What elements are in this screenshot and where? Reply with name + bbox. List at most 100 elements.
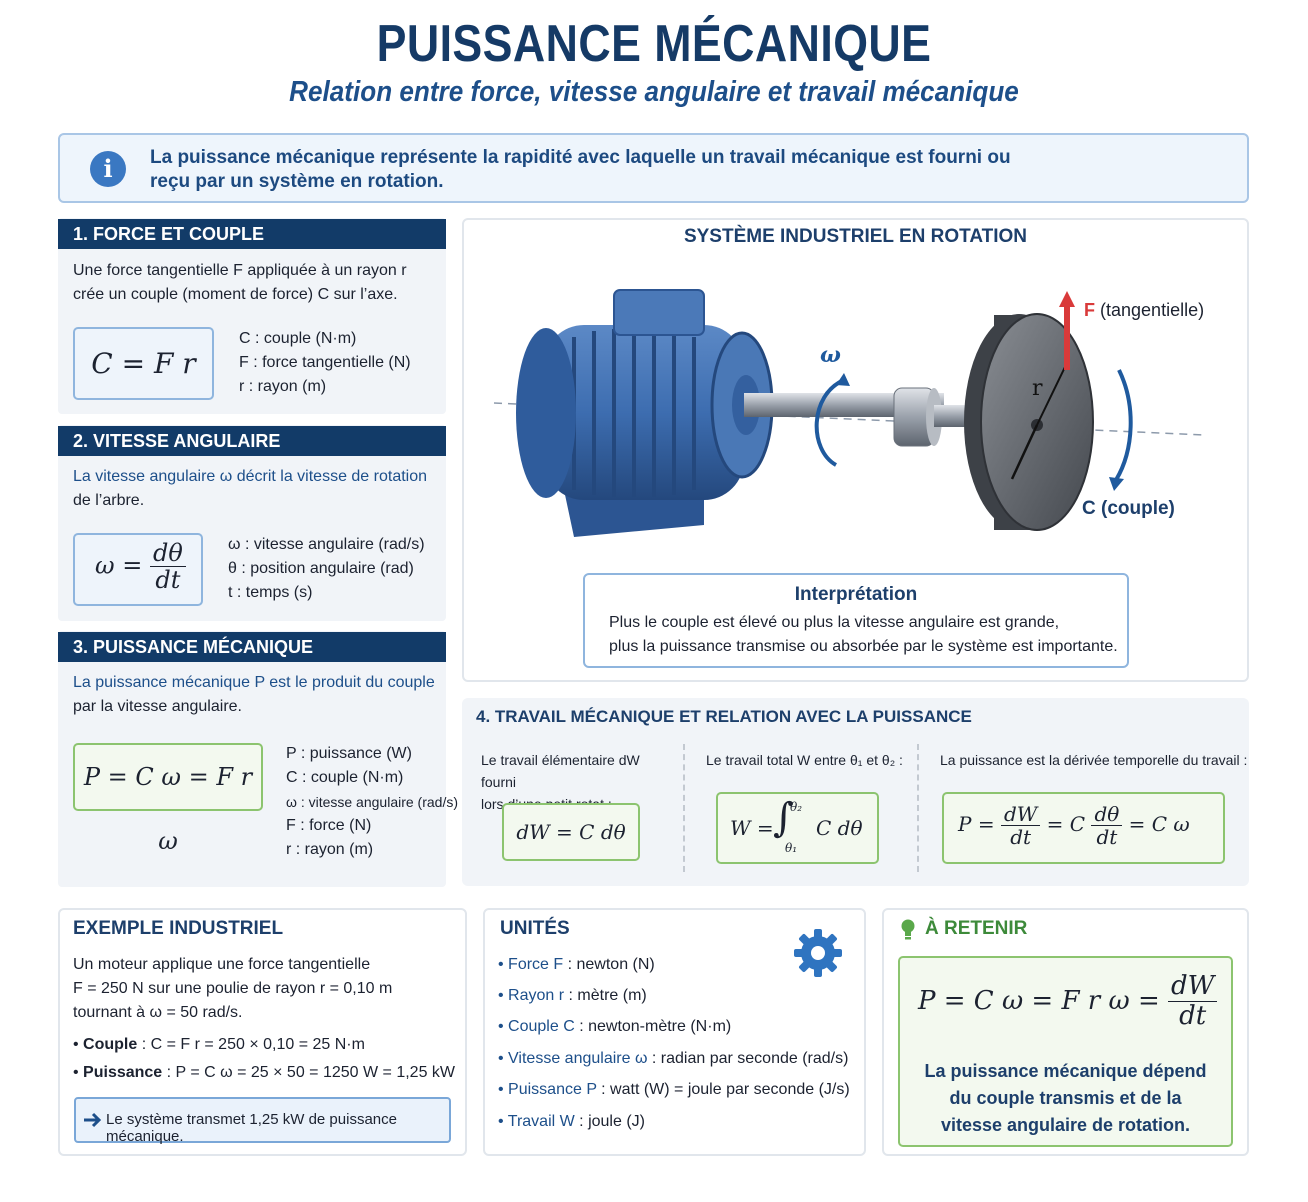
unit-value: : radian par seconde (rad/s) [647, 1050, 849, 1067]
legend-item: P : puissance (W) [286, 745, 412, 762]
interpretation-title: Interprétation [794, 584, 918, 605]
divider [917, 744, 919, 872]
retenir-eq-main: P = C ω = F r ω = [918, 986, 1160, 1017]
example-text: Un moteur applique une force tangentiell… [73, 953, 392, 1025]
example-result-box: Le système transmet 1,25 kW de puissance… [74, 1097, 451, 1145]
retenir-equation: P = C ω = F r ω = dW dt [918, 972, 1218, 1031]
eq3-mid: = C [1046, 812, 1086, 836]
retenir-num: dW [1168, 972, 1218, 1002]
unit-label: Rayon r [508, 987, 565, 1004]
unit-item: • Couple C : newton-mètre (N·m) [498, 1018, 732, 1035]
legend-item: ω : vitesse angulaire (rad/s) [228, 536, 425, 553]
section3-legend: P : puissance (W) C : couple (N·m) ω : v… [286, 742, 458, 862]
eq-denominator: dt [155, 566, 181, 595]
section1-desc-2: crée un couple (moment de force) C sur l… [73, 286, 398, 303]
page-subtitle: Relation entre force, vitesse angulaire … [289, 76, 1019, 108]
section2-desc-2: de l’arbre. [73, 492, 145, 509]
unit-label: Vitesse angulaire ω [508, 1050, 648, 1067]
legend-item: r : rayon (m) [286, 841, 374, 858]
omega-arrow [814, 378, 845, 467]
unit-item: • Puissance P : watt (W) = joule par sec… [498, 1081, 850, 1098]
legend-item: t : temps (s) [228, 584, 313, 601]
section4-eq2: W = ∫ θ₂ θ₁ C dθ [716, 792, 879, 864]
unit-label: Travail W [507, 1113, 575, 1130]
eq3-den2: dt [1096, 825, 1118, 849]
unit-item: • Force F : newton (N) [498, 956, 655, 973]
force-suffix: (tangentielle) [1100, 300, 1205, 320]
unit-value: : newton-mètre (N·m) [574, 1018, 732, 1035]
section3-heading: 3. PUISSANCE MÉCANIQUE [58, 632, 446, 662]
eq-fraction: dθ dt [149, 540, 186, 595]
radius-label: r [1032, 376, 1043, 401]
example-puissance-value: : P = C ω = 25 × 50 = 1250 W = 1,25 kW [162, 1064, 456, 1081]
integral-sign: ∫ [773, 795, 794, 841]
section1-legend: C : couple (N·m) F : force tangentielle … [239, 327, 411, 399]
couple-arrow [1114, 369, 1133, 482]
section1-heading: 1. FORCE ET COUPLE [58, 219, 446, 249]
page-title: PUISSANCE MÉCANIQUE [376, 15, 932, 73]
units-title: UNITÉS [500, 918, 570, 939]
arrow-right-icon [84, 1112, 102, 1128]
system-title: SYSTÈME INDUSTRIEL EN ROTATION [683, 226, 1028, 247]
example-couple: • Couple : C = F r = 250 × 0,10 = 25 N·m [73, 1036, 365, 1053]
section2-desc-1: La vitesse angulaire ω décrit la vitesse… [73, 468, 428, 485]
eq2-lower: θ₁ [785, 841, 798, 855]
unit-value: : mètre (m) [564, 987, 647, 1004]
interpretation-line: Plus le couple est élevé ou plus la vite… [609, 614, 1060, 631]
example-title: EXEMPLE INDUSTRIEL [73, 918, 284, 939]
example-couple-label: Couple [83, 1036, 138, 1053]
section3-desc-1: La puissance mécanique P est le produit … [73, 674, 435, 691]
legend-item: ω : vitesse angulaire (rad/s) [286, 794, 458, 810]
section4-col2-text: Le travail total W entre θ₁ et θ₂ : [706, 752, 903, 768]
eq2-upper: θ₂ [790, 800, 803, 814]
unit-value: : watt (W) = joule par seconde (J/s) [596, 1081, 850, 1098]
unit-value: : newton (N) [563, 956, 655, 973]
info-text: La puissance mécanique représente la rap… [150, 147, 1011, 192]
unit-label: Force F [508, 956, 564, 973]
legend-item: F : force tangentielle (N) [239, 354, 411, 371]
eq3-num2: dθ [1091, 803, 1123, 826]
couple-label: C (couple) [1082, 498, 1175, 519]
info-icon: i [90, 151, 126, 187]
example-result-text: Le système transmet 1,25 kW de puissance… [106, 1111, 397, 1145]
section2-equation: ω = dθ dt [73, 533, 203, 606]
example-line: Un moteur applique une force tangentiell… [73, 956, 371, 973]
legend-item: C : couple (N·m) [286, 769, 404, 786]
example-line: F = 250 N sur une poulie de rayon r = 0,… [73, 980, 393, 997]
section4-col3-text: La puissance est la dérivée temporelle d… [940, 752, 1248, 768]
unit-item: • Vitesse angulaire ω : radian par secon… [498, 1050, 849, 1067]
col1-line: Le travail élémentaire dW fourni [481, 752, 640, 790]
eq3-frac1: dW dt [1000, 803, 1041, 849]
unit-value: : joule (J) [574, 1113, 645, 1130]
example-couple-value: : C = F r = 250 × 0,10 = 25 N·m [137, 1036, 365, 1053]
section4-heading: 4. TRAVAIL MÉCANIQUE ET RELATION AVEC LA… [476, 707, 972, 726]
interpretation-box: Interprétation Plus le couple est élevé … [583, 573, 1129, 668]
unit-item: • Rayon r : mètre (m) [498, 987, 647, 1004]
retenir-den: dt [1179, 1000, 1207, 1031]
gear-icon [794, 929, 842, 977]
legend-item: r : rayon (m) [239, 378, 327, 395]
example-puissance: • Puissance : P = C ω = 25 × 50 = 1250 W… [73, 1064, 456, 1081]
divider [683, 744, 685, 872]
section2-legend: ω : vitesse angulaire (rad/s) θ : positi… [228, 533, 425, 605]
eq-lhs: ω = [95, 551, 143, 580]
eq3-p: P = [958, 812, 995, 836]
force-label: F (tangentielle) [1084, 300, 1204, 321]
info-box: i La puissance mécanique représente la r… [58, 133, 1249, 203]
section4-eq3: P = dW dt = C dθ dt = C ω [942, 792, 1225, 864]
terminal-box [613, 289, 705, 336]
section3-equation: P = C ω = F r ω [73, 743, 263, 855]
legend-item: C : couple (N·m) [239, 330, 357, 347]
unit-item: • Travail W : joule (J) [498, 1113, 645, 1130]
eq3-den1: dt [1010, 825, 1032, 849]
section3-desc-2: par la vitesse angulaire. [73, 698, 242, 715]
section1-desc-1: Une force tangentielle F appliquée à un … [73, 262, 407, 279]
interpretation-text: Plus le couple est élevé ou plus la vite… [609, 611, 1118, 659]
section2-heading: 2. VITESSE ANGULAIRE [58, 426, 446, 456]
legend-item: F : force (N) [286, 817, 372, 834]
motor-illustration [493, 289, 1205, 537]
retenir-title: À RETENIR [925, 918, 1028, 939]
motor-fins [572, 329, 696, 497]
interpretation-line: plus la puissance transmise ou absorbée … [609, 638, 1118, 655]
eq3-end: = C ω [1128, 812, 1190, 836]
